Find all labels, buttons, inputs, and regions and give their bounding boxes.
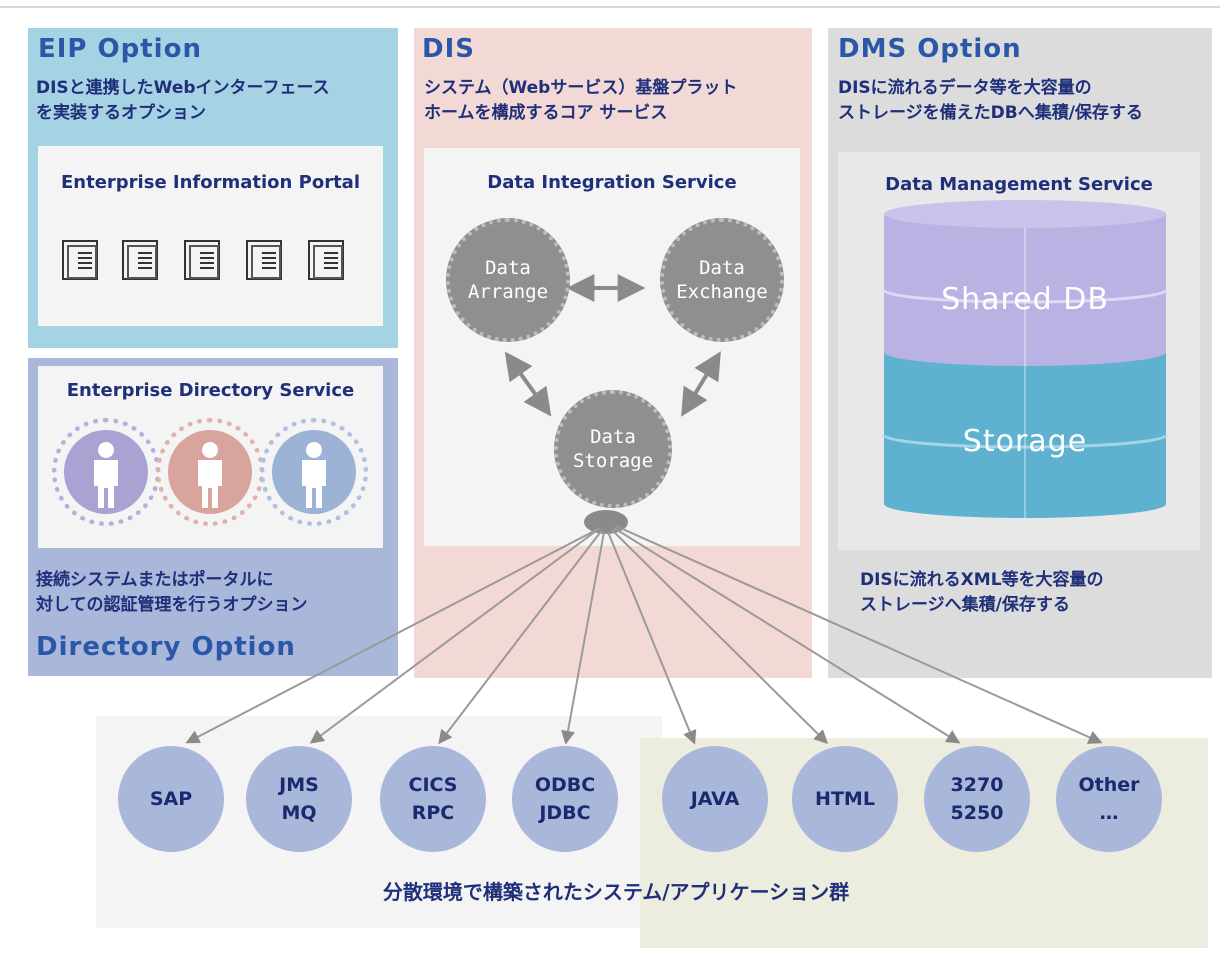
- line-to-other: [615, 525, 1103, 744]
- portal-page-icon: [184, 240, 220, 280]
- data-arrange-node: Data Arrange: [446, 218, 570, 342]
- line-to-odbc: [561, 531, 605, 745]
- data-integration-service-title: Data Integration Service: [487, 172, 737, 193]
- database-cylinder: [882, 200, 1168, 518]
- portal-page-icon: [62, 240, 98, 280]
- portal-page-icon: [308, 240, 344, 280]
- dis-panel: DIS システム（Webサービス）基盤プラット ホームを構成するコア サービス …: [414, 28, 812, 678]
- eip-option-description: DISと連携したWebインターフェース を実装するオプション: [36, 78, 330, 123]
- dms-option-title: DMS Option: [838, 34, 1022, 64]
- top-border: [0, 6, 1220, 8]
- system-sap: SAP: [118, 746, 224, 852]
- user-ring: [260, 418, 368, 526]
- arrow-exchange-storage: [681, 351, 721, 417]
- data-storage-node: Data Storage: [554, 390, 672, 508]
- dis-description: システム（Webサービス）基盤プラット ホームを構成するコア サービス: [424, 78, 738, 123]
- fan-out-lines: [185, 525, 1103, 745]
- system-jms-mq: JMS MQ: [246, 746, 352, 852]
- system-cics-rpc: CICS RPC: [380, 746, 486, 852]
- system-html: HTML: [792, 746, 898, 852]
- user-icon: [64, 430, 148, 514]
- shared-db-layer: [884, 214, 1166, 366]
- storage-description: DISに流れるXML等を大容量の ストレージへ集積/保存する: [860, 570, 1104, 615]
- storage-label: Storage: [962, 424, 1088, 459]
- line-to-java: [607, 531, 697, 745]
- directory-option-panel: Enterprise Directory Service 接続システムまたはポー…: [28, 358, 398, 676]
- eip-portal-box: Enterprise Information Portal: [38, 146, 383, 326]
- line-to-html: [611, 529, 828, 744]
- data-management-service-title: Data Management Service: [885, 174, 1153, 195]
- system-odbc-jdbc: ODBC JDBC: [512, 746, 618, 852]
- line-to-sap: [185, 527, 601, 744]
- system-java: JAVA: [662, 746, 768, 852]
- arrow-arrange-storage: [504, 351, 552, 417]
- portal-page-icon: [122, 240, 158, 280]
- line-to-3270: [613, 527, 961, 744]
- system-other: Other …: [1056, 746, 1162, 852]
- dis-title: DIS: [422, 34, 475, 64]
- data-exchange-node: Data Exchange: [660, 218, 784, 342]
- user-icon: [272, 430, 356, 514]
- connection-hub: [584, 510, 628, 534]
- dms-option-description: DISに流れるデータ等を大容量の ストレージを備えたDBへ集積/保存する: [838, 78, 1143, 123]
- eip-option-panel: EIP Option DISと連携したWebインターフェース を実装するオプショ…: [28, 28, 398, 348]
- systems-caption: 分散環境で構築されたシステム/アプリケーション群: [382, 880, 850, 904]
- user-icon: [168, 430, 252, 514]
- cylinder-top: [884, 200, 1166, 228]
- directory-service-title: Enterprise Directory Service: [66, 380, 355, 401]
- directory-option-description: 接続システムまたはポータルに 対しての認証管理を行うオプション: [36, 570, 308, 615]
- line-to-jms: [309, 527, 601, 744]
- system-3270-5250: 3270 5250: [924, 746, 1030, 852]
- eip-option-title: EIP Option: [38, 34, 202, 64]
- directory-service-box: Enterprise Directory Service: [38, 366, 383, 548]
- line-to-cics: [438, 529, 603, 745]
- eip-portal-title: Enterprise Information Portal: [61, 172, 360, 193]
- portal-page-icon: [246, 240, 282, 280]
- shared-db-label: Shared DB: [941, 282, 1109, 317]
- directory-option-title: Directory Option: [36, 632, 296, 662]
- db-band: [882, 434, 1168, 449]
- db-band: [882, 289, 1168, 304]
